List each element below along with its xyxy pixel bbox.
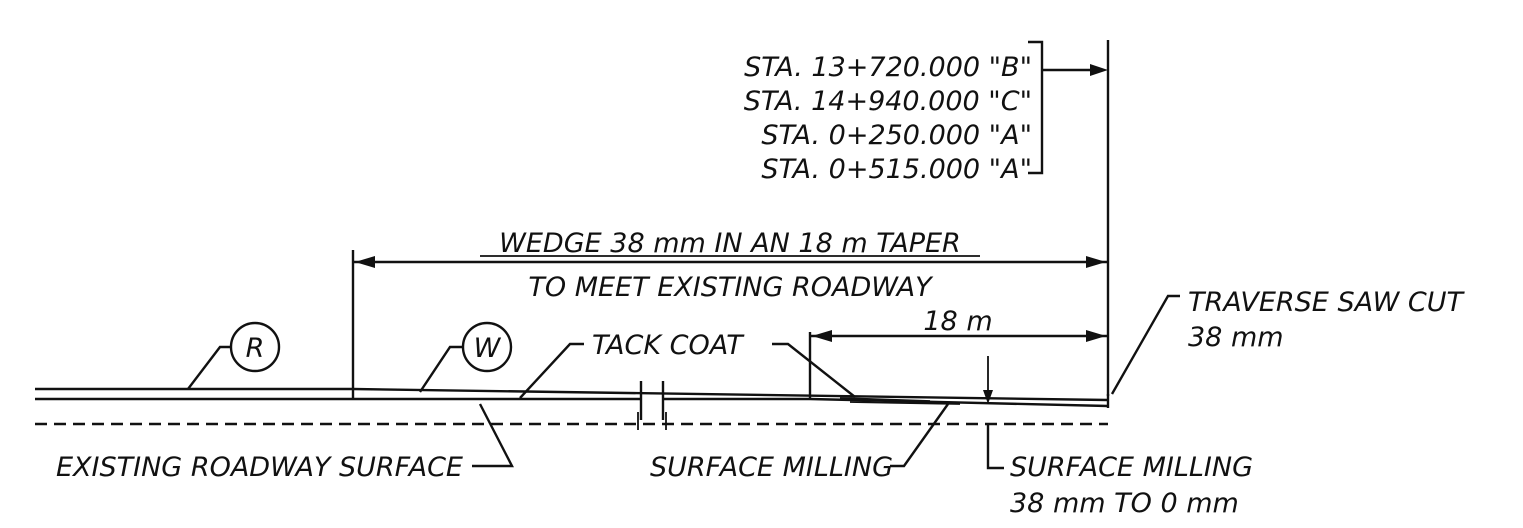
- milling-depth-arrowhead: [983, 390, 993, 404]
- marker-r-label: R: [246, 333, 265, 364]
- wedge-dimension-arrow-left: [355, 256, 375, 268]
- tack-coat-label: TACK COAT: [592, 330, 745, 361]
- marker-w-leader: [419, 345, 463, 393]
- milling-hatch-2: [849, 401, 961, 405]
- wedge-label-line2: TO MEET EXISTING ROADWAY: [528, 272, 934, 303]
- sawcut-label-line2: 38 mm: [1188, 322, 1284, 353]
- station-label-2: STA. 14+940.000 "C": [744, 86, 1032, 117]
- taper-length-label: 18 m: [923, 306, 992, 337]
- marker-w-label: W: [474, 333, 502, 364]
- station-label-3: STA. 0+250.000 "A": [761, 120, 1032, 151]
- existing-surface-label: EXISTING ROADWAY SURFACE: [56, 452, 463, 483]
- station-leader-arrowhead: [1090, 64, 1108, 76]
- station-bracket: [1028, 40, 1044, 175]
- milled-surface-line: [809, 397, 1109, 408]
- overlay-taper-top-line: [352, 387, 1109, 402]
- sawcut-leader: [1110, 294, 1180, 395]
- surface-milling-leader: [890, 403, 949, 468]
- wedge-dimension-arrow-right: [1086, 256, 1106, 268]
- roadway-layers: [35, 381, 1110, 430]
- sawcut-label-line1: TRAVERSE SAW CUT: [1188, 287, 1465, 318]
- taper-dimension-arrow-left: [812, 330, 832, 342]
- station-label-1: STA. 13+720.000 "B": [744, 52, 1032, 83]
- milling-depth-leader: [986, 424, 1004, 470]
- existing-surface-leader: [472, 403, 514, 468]
- station-labels: STA. 13+720.000 "B" STA. 14+940.000 "C" …: [744, 52, 1032, 185]
- marker-r-leader: [187, 345, 231, 390]
- milling-depth-label-line2: 38 mm TO 0 mm: [1010, 488, 1239, 519]
- wedge-label-line1: WEDGE 38 mm IN AN 18 m TAPER: [499, 228, 961, 259]
- tack-coat-leader-right: [772, 342, 856, 398]
- taper-dimension-arrow-right: [1086, 330, 1106, 342]
- tack-coat-leader-left: [519, 342, 584, 399]
- milling-depth-label-line1: SURFACE MILLING: [1010, 452, 1253, 483]
- station-label-4: STA. 0+515.000 "A": [761, 154, 1032, 185]
- surface-milling-label: SURFACE MILLING: [650, 452, 893, 483]
- milling-hatch-1: [839, 397, 931, 402]
